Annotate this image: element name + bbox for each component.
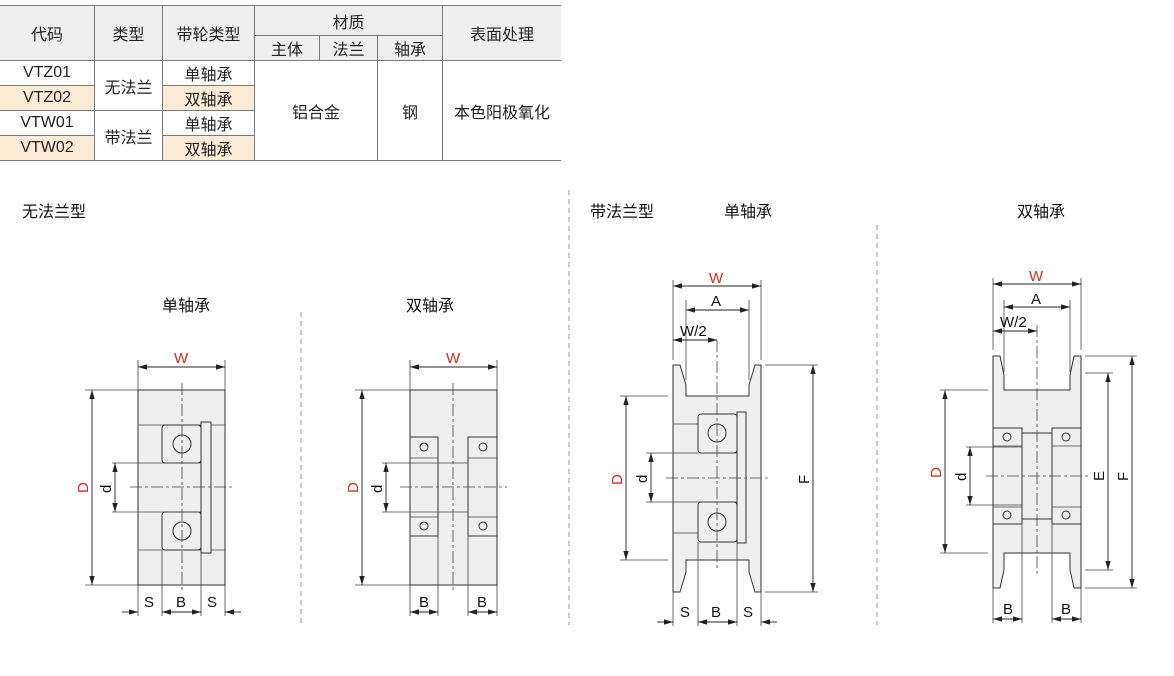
header-bearing: 轴承: [377, 35, 443, 61]
dim-s: S: [144, 594, 154, 611]
drawing-no-flange-double: W D d B B: [345, 350, 507, 616]
table-row: VTW01 带法兰 单轴承: [0, 110, 561, 161]
pulley-type-cell: 单轴承: [162, 110, 255, 136]
dim-b: B: [1061, 601, 1071, 618]
spec-table: 代码 类型 带轮类型 材质 表面处理 主体 法兰 轴承 VTZ01 无法兰 单轴…: [0, 5, 561, 161]
dim-s: S: [680, 604, 690, 621]
dim-s: S: [207, 594, 217, 611]
dim-b: B: [711, 604, 721, 621]
header-body: 主体: [254, 35, 320, 61]
material-body-cell: 铝合金: [254, 60, 378, 161]
type-cell: 无法兰: [94, 60, 163, 111]
dim-D: D: [609, 474, 626, 485]
dim-w: W: [709, 270, 724, 287]
no-flange-double-title: 双轴承: [406, 297, 454, 315]
no-flange-title: 无法兰型: [22, 203, 86, 221]
dim-d: d: [369, 485, 386, 493]
dim-w-half: W/2: [680, 323, 707, 340]
table-row: VTW02 双轴承: [0, 135, 561, 161]
dim-b: B: [419, 594, 429, 611]
dim-w: W: [1029, 268, 1044, 285]
dim-b: B: [176, 594, 186, 611]
dim-w-half: W/2: [1000, 314, 1027, 331]
header-pulley-type: 带轮类型: [162, 5, 255, 61]
dim-a: A: [711, 293, 721, 310]
type-cell: 带法兰: [94, 110, 163, 161]
header-type: 类型: [94, 5, 163, 61]
pulley-type-cell: 双轴承: [162, 135, 255, 161]
material-bearing-cell: 钢: [377, 60, 443, 161]
dim-d: d: [98, 485, 115, 493]
header-material: 材质: [254, 5, 443, 36]
dim-s: S: [743, 604, 753, 621]
pulley-type-cell: 双轴承: [162, 85, 255, 111]
dim-D: D: [345, 482, 362, 493]
code-cell: VTW02: [0, 135, 95, 161]
drawing-flange-single: W A W/2 D d F S B S: [609, 270, 818, 626]
dim-D: D: [75, 482, 92, 493]
dim-w: W: [174, 350, 189, 367]
dim-a: A: [1031, 291, 1041, 308]
surface-cell: 本色阳极氧化: [442, 60, 561, 161]
header-flange: 法兰: [319, 35, 378, 61]
flange-double-title: 双轴承: [1017, 203, 1065, 221]
dim-f: F: [796, 475, 813, 484]
dim-d: d: [634, 475, 651, 483]
header-code: 代码: [0, 5, 95, 61]
flange-title: 带法兰型: [590, 203, 654, 221]
dim-w: W: [446, 350, 461, 367]
drawing-flange-double: W A W/2 D d E F B B: [928, 268, 1137, 623]
dim-d: d: [953, 473, 970, 481]
dim-e: E: [1091, 471, 1108, 481]
no-flange-single-title: 单轴承: [162, 297, 210, 315]
header-surface: 表面处理: [442, 5, 561, 61]
drawing-no-flange-single: W D d S B S: [75, 350, 241, 616]
dim-b: B: [477, 594, 487, 611]
dim-D: D: [928, 467, 945, 478]
code-cell: VTW01: [0, 110, 95, 136]
table-row: VTZ01 无法兰 单轴承 铝合金 钢 本色阳极氧化: [0, 60, 561, 161]
dim-f: F: [1115, 472, 1132, 481]
flange-single-title: 单轴承: [724, 203, 772, 221]
code-cell: VTZ02: [0, 85, 95, 111]
table-row: VTZ02 双轴承: [0, 85, 561, 111]
dim-b: B: [1003, 601, 1013, 618]
